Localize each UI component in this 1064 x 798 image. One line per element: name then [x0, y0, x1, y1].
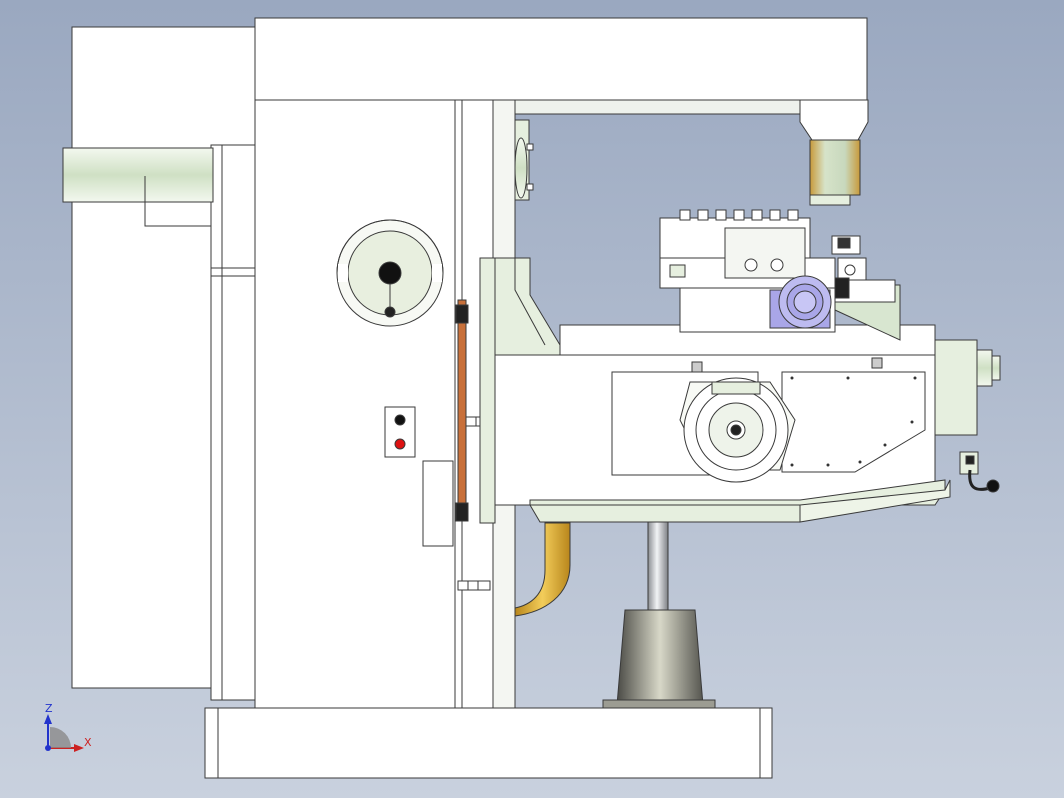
- support-post: [647, 521, 669, 613]
- right-bearing: [934, 339, 978, 436]
- knee-bottom: [529, 479, 946, 506]
- knee-arm: [494, 257, 561, 356]
- crank-handle-icon[interactable]: [968, 469, 991, 491]
- gauge-tube: [457, 299, 467, 521]
- table-motor: [769, 275, 832, 329]
- triad-x-label: X: [84, 736, 92, 749]
- control-panel: [384, 406, 416, 458]
- support-cone: [616, 609, 704, 706]
- left-flange: [210, 144, 256, 701]
- fixture-vise: [659, 209, 867, 299]
- start-button-icon[interactable]: [394, 438, 406, 450]
- stop-button-icon[interactable]: [394, 414, 406, 426]
- triad-z-label: Z: [45, 702, 53, 715]
- handwheel-dial[interactable]: [336, 219, 444, 327]
- machine-base: [204, 707, 773, 779]
- coolant-hose: [514, 522, 571, 617]
- dial-knob-icon[interactable]: [378, 261, 402, 285]
- overarm: [254, 17, 868, 101]
- column-door: [422, 460, 454, 547]
- knee-front-plate: [479, 257, 496, 524]
- left-shaft: [62, 147, 214, 203]
- main-column: [254, 99, 456, 709]
- feed-gearbox[interactable]: [679, 377, 796, 483]
- arbor-support: [799, 99, 869, 141]
- orientation-triad: Z X: [44, 702, 92, 752]
- arbor-bearing: [809, 139, 861, 196]
